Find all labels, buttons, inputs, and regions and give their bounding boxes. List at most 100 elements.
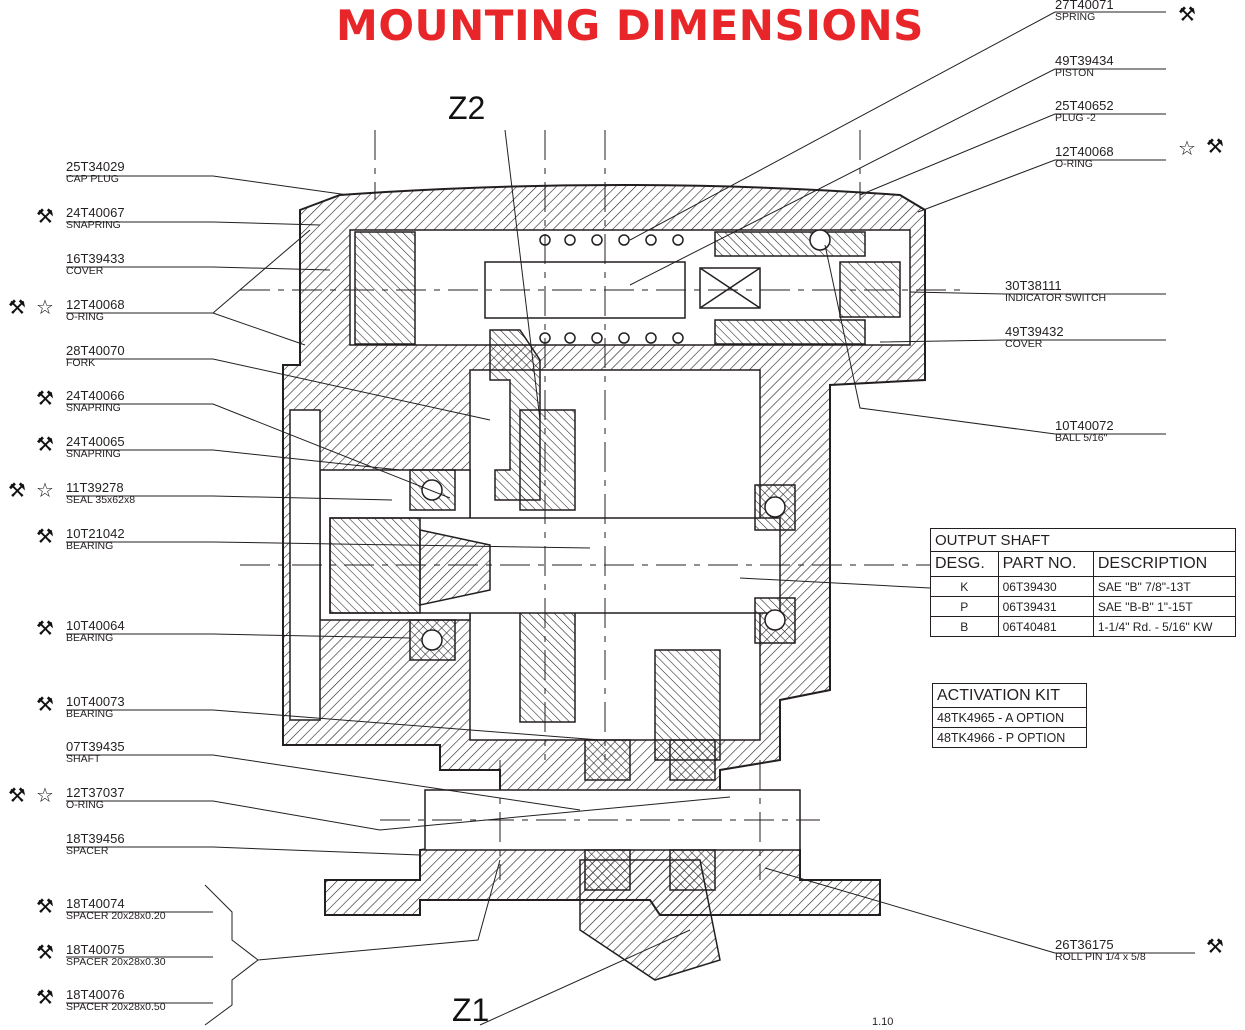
tool-icon: ⚒	[36, 386, 54, 410]
leader-lines	[66, 11, 1195, 1026]
gear-z2	[519, 409, 576, 723]
callout-spacer-18t40074: 18T40074 SPACER 20x28x0.20	[66, 897, 166, 922]
tool-icon: ⚒	[1206, 934, 1224, 958]
tool-icon: ⚒	[36, 894, 54, 918]
part-number: 30T38111	[1005, 278, 1062, 293]
column-header-description: DESCRIPTION	[1092, 551, 1237, 577]
part-description: SPACER 20x28x0.30	[66, 956, 166, 968]
part-description: BALL 5/16"	[1055, 432, 1108, 444]
part-description: SPRING	[1055, 11, 1096, 23]
table-cell: P	[930, 596, 999, 617]
callout-ball: 10T40072 BALL 5/16"	[1055, 419, 1114, 444]
table-cell: SAE "B-B" 1"-15T	[1092, 596, 1237, 617]
table-cell: 06T39430	[997, 576, 1094, 597]
part-number: 25T34029	[66, 159, 125, 174]
callout-plug: 25T40652 PLUG -2	[1055, 99, 1114, 124]
table-cell: K	[930, 576, 999, 597]
callout-seal: 11T39278 SEAL 35x62x8	[66, 481, 135, 506]
callout-snapring-24t40066: 24T40066 SNAPRING	[66, 389, 125, 414]
part-description: SHAFT	[66, 753, 101, 765]
table-row: P 06T39431 SAE "B-B" 1"-15T	[930, 596, 1237, 617]
table-cell: 06T39431	[997, 596, 1094, 617]
page-number: 1.10	[872, 1016, 894, 1028]
callout-spacer-18t39456: 18T39456 SPACER	[66, 832, 125, 857]
callout-shaft: 07T39435 SHAFT	[66, 740, 125, 765]
tool-icon: ⚒	[36, 985, 54, 1009]
part-number: 18T40074	[66, 896, 125, 911]
part-number: 16T39433	[66, 251, 125, 266]
tool-icon: ⚒	[8, 295, 26, 319]
column-header-desg: DESG.	[930, 551, 999, 577]
part-number: 10T40073	[66, 694, 125, 709]
callout-cover-16t39433: 16T39433 COVER	[66, 252, 125, 277]
tool-icon: ⚒	[1178, 2, 1196, 26]
star-icon: ☆	[1178, 136, 1196, 160]
tool-icon: ⚒	[36, 692, 54, 716]
part-number: 10T40072	[1055, 418, 1114, 433]
part-description: INDICATOR SWITCH	[1005, 292, 1107, 304]
part-description: BEARING	[66, 708, 114, 720]
star-icon: ☆	[36, 783, 54, 807]
spring	[539, 234, 684, 344]
part-description: PISTON	[1055, 67, 1094, 79]
tool-icon: ⚒	[1206, 134, 1224, 158]
output-shaft-title: OUTPUT SHAFT	[930, 528, 1236, 552]
star-icon: ☆	[36, 295, 54, 319]
part-number: 24T40065	[66, 434, 125, 449]
callout-o-ring-12t37037: 12T37037 O-RING	[66, 786, 125, 811]
callout-snapring-24t40067: 24T40067 SNAPRING	[66, 206, 125, 231]
table-row: 48TK4966 - P OPTION	[932, 727, 1087, 748]
part-number: 24T40066	[66, 388, 125, 403]
part-description: BEARING	[66, 632, 114, 644]
table-cell: B	[930, 616, 999, 637]
tool-icon: ⚒	[36, 616, 54, 640]
part-description: ROLL PIN 1/4 x 5/8	[1055, 951, 1146, 963]
part-description: PLUG -2	[1055, 112, 1096, 124]
tool-icon: ⚒	[36, 432, 54, 456]
table-row: K 06T39430 SAE "B" 7/8"-13T	[930, 576, 1237, 597]
part-number: 18T39456	[66, 831, 125, 846]
part-number: 10T21042	[66, 526, 125, 541]
page-title: MOUNTING DIMENSIONS	[336, 1, 924, 50]
center-lines	[240, 130, 960, 880]
callout-o-ring-12t40068: 12T40068 O-RING	[66, 298, 125, 323]
tool-icon: ⚒	[8, 478, 26, 502]
part-description: SPACER	[66, 845, 109, 857]
table-cell: 48TK4965 - A OPTION	[932, 707, 1087, 728]
label-z2: Z2	[448, 90, 486, 126]
part-number: 49T39434	[1055, 53, 1114, 68]
callout-spacer-18t40076: 18T40076 SPACER 20x28x0.50	[66, 988, 166, 1013]
star-icon: ☆	[36, 478, 54, 502]
part-description: SNAPRING	[66, 402, 121, 414]
part-number: 12T40068	[66, 297, 125, 312]
part-number: 18T40075	[66, 942, 125, 957]
bearings	[409, 469, 796, 891]
part-description: O-RING	[66, 799, 104, 811]
callout-bearing-10t40073: 10T40073 BEARING	[66, 695, 125, 720]
part-number: 24T40067	[66, 205, 125, 220]
part-description: SNAPRING	[66, 219, 121, 231]
part-description: BEARING	[66, 540, 114, 552]
callout-bearing-10t40064: 10T40064 BEARING	[66, 619, 125, 644]
piston	[354, 231, 866, 345]
table-cell: 48TK4966 - P OPTION	[932, 727, 1087, 748]
callout-piston: 49T39434 PISTON	[1055, 54, 1114, 79]
callout-cap-plug: 25T34029 CAP PLUG	[66, 160, 125, 185]
part-description: FORK	[66, 357, 96, 369]
part-number: 28T40070	[66, 343, 125, 358]
table-row: B 06T40481 1-1/4" Rd. - 5/16" KW	[930, 616, 1237, 637]
part-number: 27T40071	[1055, 0, 1114, 12]
column-header-part-no: PART NO.	[997, 551, 1094, 577]
label-z1: Z1	[452, 992, 490, 1028]
part-number: 25T40652	[1055, 98, 1114, 113]
part-description: COVER	[1005, 338, 1043, 350]
output-shaft-table: OUTPUT SHAFT DESG. PART NO. DESCRIPTION …	[930, 528, 1237, 637]
table-cell: 06T40481	[997, 616, 1094, 637]
part-description: SPACER 20x28x0.50	[66, 1001, 166, 1013]
part-description: COVER	[66, 265, 104, 277]
activation-kit-title: ACTIVATION KIT	[932, 683, 1087, 708]
tool-icon: ⚒	[36, 524, 54, 548]
part-number: 18T40076	[66, 987, 125, 1002]
part-description: SPACER 20x28x0.20	[66, 910, 166, 922]
part-number: 10T40064	[66, 618, 125, 633]
